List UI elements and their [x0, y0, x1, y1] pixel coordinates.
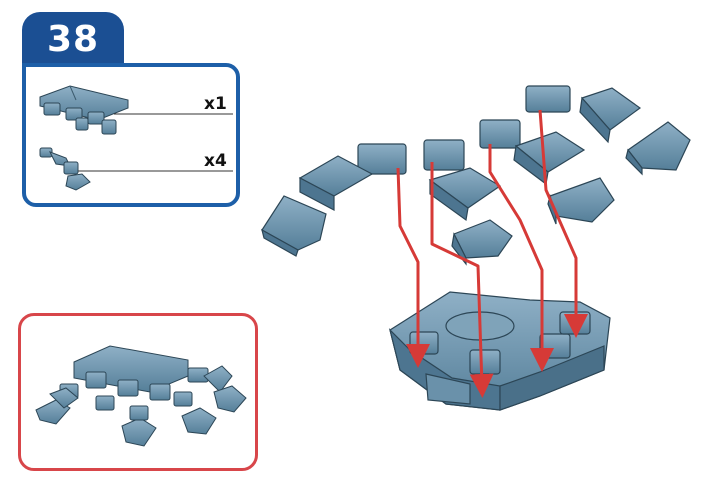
- leg-assembly-4: [525, 85, 691, 176]
- step-number-tab: [22, 12, 124, 64]
- leg-assembly-1: [261, 143, 407, 257]
- assembled-model-preview: [35, 345, 247, 447]
- assembly-arrow-4: [538, 109, 588, 338]
- part-quantity-legs: x4: [204, 151, 227, 171]
- part-quantity-chassis: x1: [204, 94, 227, 114]
- assembly-arrows: [396, 109, 588, 398]
- parts-list-box: [22, 63, 240, 207]
- leg-part-icon: [39, 147, 91, 191]
- step-number: 38: [46, 18, 100, 60]
- leg-assembly-2: [423, 139, 513, 266]
- assembly-arrow-1: [396, 167, 430, 368]
- leg-assembly-3: [479, 119, 615, 225]
- assembly-arrow-2: [430, 162, 494, 398]
- chassis-part-icon: [39, 85, 129, 135]
- assembly-arrow-3: [488, 144, 554, 372]
